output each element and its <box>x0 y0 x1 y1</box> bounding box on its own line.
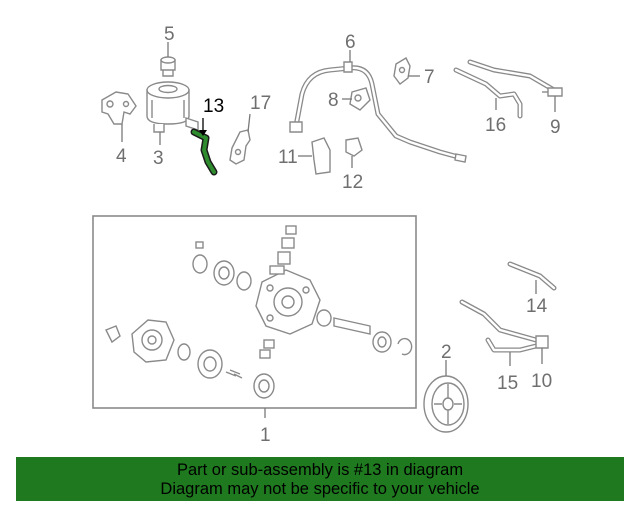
info-banner: Part or sub-assembly is #13 in diagram D… <box>16 457 624 501</box>
part-4-bracket[interactable] <box>101 91 137 125</box>
leader-13-arrow <box>199 130 207 136</box>
parts-diagram: 5 3 4 13 17 6 <box>92 24 563 446</box>
banner-line-2: Diagram may not be specific to your vehi… <box>160 480 480 498</box>
callout-5[interactable]: 5 <box>164 24 175 45</box>
callout-7[interactable]: 7 <box>424 67 435 88</box>
part-5-reservoir-cap[interactable] <box>160 56 176 77</box>
callout-14[interactable]: 14 <box>526 296 548 317</box>
callout-2[interactable]: 2 <box>441 342 452 363</box>
callout-4[interactable]: 4 <box>116 146 127 167</box>
callout-16[interactable]: 16 <box>485 115 506 136</box>
part-1-pump-assembly-box[interactable] <box>92 215 417 409</box>
part-3-reservoir[interactable] <box>146 81 199 133</box>
callout-17[interactable]: 17 <box>250 93 271 114</box>
part-13-hose-fill <box>192 130 216 174</box>
part-17-bracket[interactable] <box>229 129 251 165</box>
part-1-pump-components <box>105 225 413 399</box>
callout-8[interactable]: 8 <box>328 90 339 111</box>
part-10-clip[interactable] <box>535 335 549 349</box>
callout-9[interactable]: 9 <box>550 117 561 138</box>
part-14-hose[interactable] <box>507 261 557 291</box>
part-8-fitting[interactable] <box>349 87 371 111</box>
part-6-pressure-hose[interactable] <box>289 61 467 163</box>
callout-15[interactable]: 15 <box>497 373 518 394</box>
callout-12[interactable]: 12 <box>342 172 363 193</box>
part-13-hose[interactable] <box>190 128 218 176</box>
leader-17 <box>247 113 251 133</box>
callout-11[interactable]: 11 <box>278 147 298 168</box>
callout-3[interactable]: 3 <box>153 148 164 169</box>
part-2-pulley[interactable] <box>423 375 469 433</box>
callout-6[interactable]: 6 <box>345 32 356 53</box>
callout-13[interactable]: 13 <box>203 96 224 117</box>
part-15-return-line[interactable] <box>459 299 539 353</box>
part-11-bracket[interactable] <box>311 137 331 175</box>
part-12-bracket[interactable] <box>345 137 363 157</box>
callout-10[interactable]: 10 <box>531 371 552 392</box>
part-16-return-hose[interactable] <box>453 59 557 119</box>
callout-1[interactable]: 1 <box>260 425 271 446</box>
part-7-clamp[interactable] <box>393 57 411 85</box>
banner-line-1: Part or sub-assembly is #13 in diagram <box>176 461 464 479</box>
part-9-clip[interactable] <box>542 87 563 97</box>
